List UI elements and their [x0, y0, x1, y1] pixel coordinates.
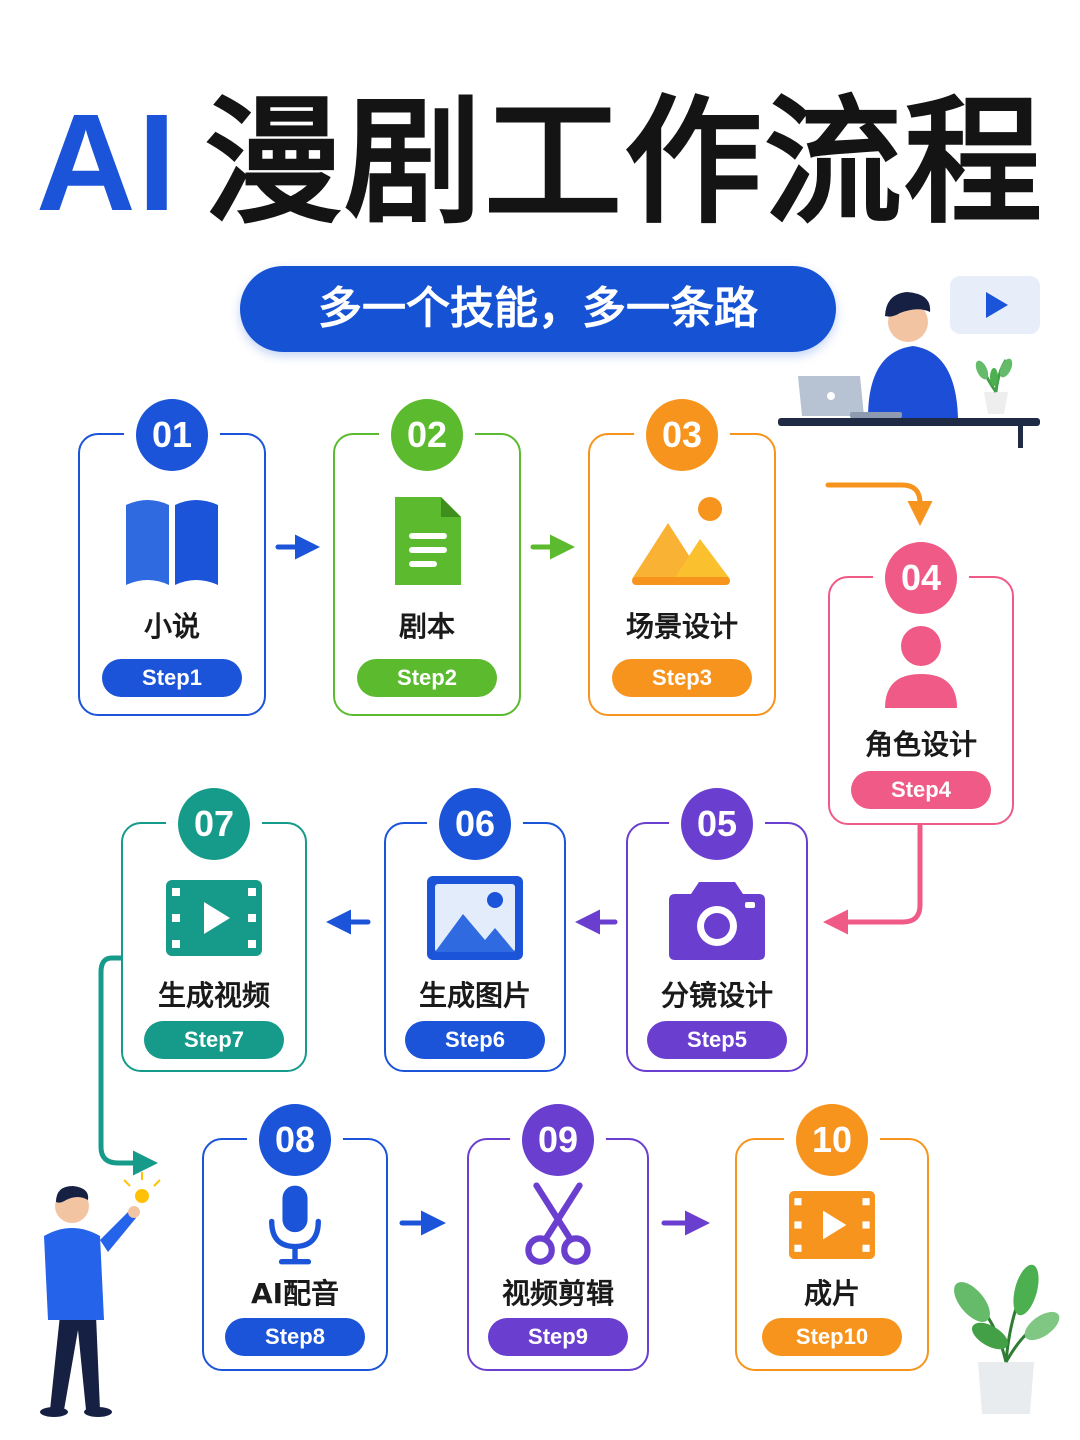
step-number: 02 [391, 399, 463, 471]
person-icon [869, 622, 973, 712]
step-label: 剧本 [398, 610, 455, 643]
step-label: 生成图片 [418, 979, 531, 1012]
step-label: 小说 [143, 610, 200, 643]
play-button-icon [950, 276, 1040, 334]
step-badge: Step3 [612, 659, 752, 697]
step-label: 生成视频 [157, 979, 270, 1012]
film-icon [780, 1182, 884, 1268]
step-card-03: 03 场景设计 Step3 [588, 399, 776, 716]
video-icon [162, 870, 266, 966]
camera-icon [665, 870, 769, 966]
step-number: 05 [681, 788, 753, 860]
scissors-icon [506, 1182, 610, 1268]
arrow-3-4 [825, 482, 933, 526]
step-label: 视频剪辑 [501, 1277, 614, 1310]
step-label: 成片 [803, 1277, 860, 1310]
step-label: 场景设计 [625, 610, 738, 643]
step-badge: Step7 [144, 1021, 284, 1059]
step-card-07: 07 生成视频 Step7 [121, 788, 307, 1072]
step-number: 06 [439, 788, 511, 860]
step-number: 07 [178, 788, 250, 860]
step-card-06: 06 生成图片 Step6 [384, 788, 566, 1072]
subtitle-banner: 多一个技能，多一条路 [240, 266, 836, 352]
step-badge: Step5 [647, 1021, 787, 1059]
step-badge: Step9 [488, 1318, 628, 1356]
step-card-01: 01 小说 Step1 [78, 399, 266, 716]
title-main: 漫剧工作流程 [203, 82, 1044, 243]
step-badge: Step6 [405, 1021, 545, 1059]
step-number: 10 [796, 1104, 868, 1176]
landscape-icon [630, 493, 734, 589]
step-number: 08 [259, 1104, 331, 1176]
image-icon [423, 870, 527, 966]
step-badge: Step10 [762, 1318, 902, 1356]
step-badge: Step2 [357, 659, 497, 697]
potted-plant-illustration [954, 1264, 1060, 1414]
step-card-02: 02 剧本 Step2 [333, 399, 521, 716]
step-label: 分镜设计 [660, 979, 773, 1012]
step-label: AI配音 [250, 1277, 340, 1310]
step-card-05: 05 分镜设计 Step5 [626, 788, 808, 1072]
step-card-08: 08 AI配音 Step8 [202, 1104, 388, 1371]
document-icon [375, 493, 479, 589]
microphone-icon [243, 1182, 347, 1268]
step-card-04: 04 角色设计 Step4 [828, 542, 1014, 825]
step-badge: Step8 [225, 1318, 365, 1356]
arrow-7-8 [98, 955, 158, 1176]
step-card-10: 10 成片 Step10 [735, 1104, 929, 1371]
person-at-desk-illustration [778, 292, 1040, 448]
step-card-09: 09 视频剪辑 Step9 [467, 1104, 649, 1371]
step-number: 04 [885, 542, 957, 614]
arrow-4-5 [823, 823, 923, 935]
step-number: 01 [136, 399, 208, 471]
book-icon [120, 493, 224, 589]
step-badge: Step4 [851, 771, 991, 809]
step-number: 03 [646, 399, 718, 471]
step-label: 角色设计 [864, 728, 977, 761]
presenter-person-illustration [40, 1172, 161, 1417]
step-badge: Step1 [102, 659, 242, 697]
step-number: 09 [522, 1104, 594, 1176]
title-prefix: AI [35, 86, 178, 240]
